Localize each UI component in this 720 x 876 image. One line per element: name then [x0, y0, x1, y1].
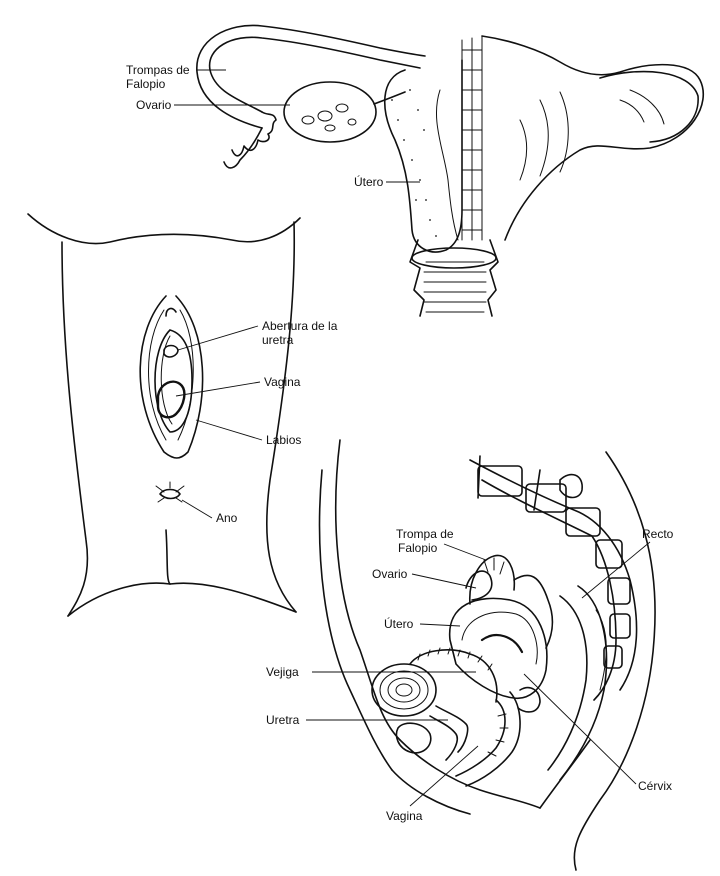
label-utero-side: Útero — [384, 616, 414, 631]
sagittal-labels: Trompa de Falopio Ovario Útero Recto Vej… — [266, 527, 674, 823]
label-abertura-uretra-line1: Abertura de la — [262, 319, 338, 333]
uterus-frontal-illustration — [196, 24, 705, 317]
label-utero-top: Útero — [354, 174, 384, 189]
uterus-frontal-labels: Trompas de Falopio Ovario Útero — [126, 63, 420, 189]
label-abertura-uretra-line2: uretra — [262, 333, 294, 347]
label-vagina-side: Vagina — [386, 809, 423, 823]
external-genitalia-illustration — [27, 213, 301, 617]
label-ovario-top: Ovario — [136, 98, 172, 112]
label-ovario-side: Ovario — [372, 567, 408, 581]
label-trompas-falopio-line2: Falopio — [126, 77, 166, 91]
label-trompa-falopio-side-line2: Falopio — [398, 541, 438, 555]
label-trompas-falopio-line1: Trompas de — [126, 63, 190, 77]
external-genitalia-labels: Abertura de la uretra Vagina Labios Ano — [175, 319, 338, 525]
label-trompa-falopio-side-line1: Trompa de — [396, 527, 454, 541]
label-recto: Recto — [642, 527, 674, 541]
sagittal-illustration — [318, 439, 656, 871]
label-cervix: Cérvix — [638, 779, 672, 793]
label-vejiga: Vejiga — [266, 665, 299, 679]
label-vagina-external: Vagina — [264, 375, 301, 389]
label-labios: Labios — [266, 433, 301, 447]
label-uretra: Uretra — [266, 713, 300, 727]
label-ano: Ano — [216, 511, 238, 525]
